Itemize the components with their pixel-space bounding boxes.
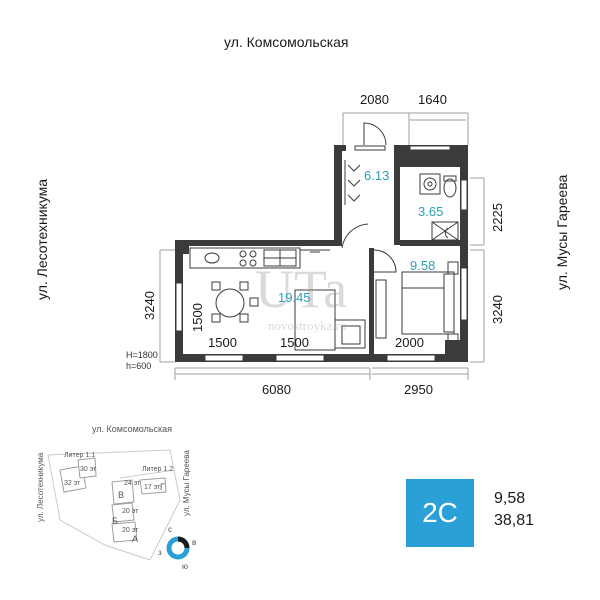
room-area-hall: 6.13: [364, 168, 390, 183]
window-height-lower: h=600: [126, 361, 152, 371]
site-floors-20b: 20 эт: [122, 527, 139, 534]
window-height-upper: H=1800: [126, 350, 158, 360]
street-top: ул. Комсомольская: [224, 34, 349, 50]
watermark-logo: UTa: [255, 259, 348, 319]
site-floors-20a: 20 эт: [122, 508, 139, 515]
site-block-a: А: [132, 534, 139, 544]
site-block-g: Г: [160, 482, 165, 492]
dim-bottom-inner-1: 1500: [208, 335, 237, 350]
site-street-top: ул. Комсомольская: [92, 424, 173, 434]
site-block-b: Б: [112, 516, 118, 526]
room-area-bedroom: 9.58: [410, 258, 436, 273]
dim-right-lower: 3240: [490, 295, 505, 324]
compass-west: з: [158, 548, 162, 557]
dim-left-outer: 3240: [142, 291, 157, 320]
site-street-right: ул. Мусы Гареева: [182, 450, 191, 516]
compass-east: в: [192, 538, 197, 547]
dim-right-upper: 2225: [490, 203, 505, 232]
dim-top-left: 2080: [360, 92, 389, 107]
dim-bottom-inner-3: 2000: [395, 335, 424, 350]
site-liter-1-2: Литер 1.2: [142, 466, 174, 473]
site-floors-17: 17 эт: [144, 484, 161, 491]
living-area-value: 9,58: [494, 490, 526, 507]
site-street-left: ул. Лесотехникума: [36, 452, 45, 522]
site-block-v: В: [118, 490, 125, 500]
site-floors-30: 30 эт: [80, 466, 97, 473]
top-windows: [342, 112, 469, 145]
total-area-value: 38,81: [494, 512, 535, 529]
site-liter-1-1: Литер 1.1: [64, 452, 96, 459]
compass-south: ю: [182, 562, 188, 571]
site-floors-24: 24 эт: [124, 480, 141, 487]
street-right: ул. Мусы Гареева: [554, 174, 570, 290]
dim-bottom-left: 6080: [262, 382, 291, 397]
compass-north: с: [168, 525, 172, 534]
apartment-type-badge: 2С: [406, 479, 474, 547]
dim-left-inner: 1500: [190, 303, 205, 332]
room-area-kitchen-living: 19.45: [278, 290, 311, 305]
dim-bottom-inner-2: 1500: [280, 335, 309, 350]
dim-top-right: 1640: [418, 92, 447, 107]
street-left: ул. Лесотехникума: [34, 178, 50, 300]
dim-bottom-right: 2950: [404, 382, 433, 397]
site-floors-32: 32 эт: [64, 480, 81, 487]
watermark-site: novostroyka.ru: [268, 318, 347, 333]
room-area-bath: 3.65: [418, 204, 444, 219]
